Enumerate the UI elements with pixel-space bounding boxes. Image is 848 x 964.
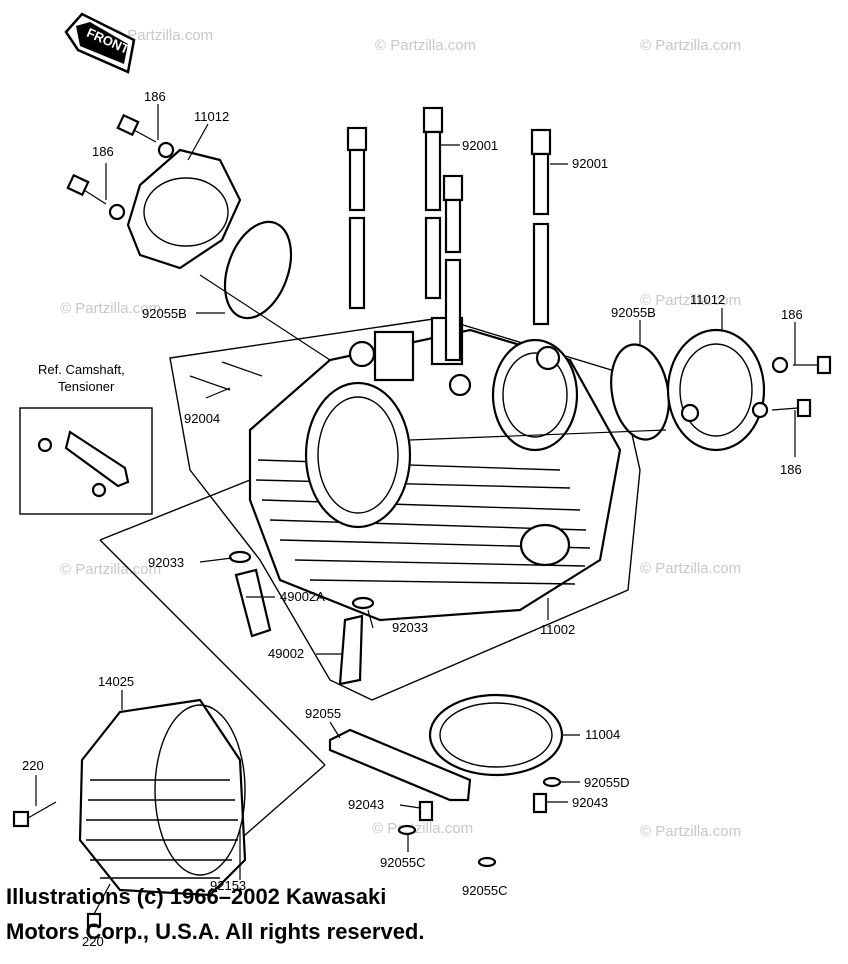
bolt-220-icon <box>12 801 57 828</box>
cylinder-head-icon <box>248 316 622 622</box>
oring-92055c-icon <box>397 824 417 836</box>
label-92055b: 92055B <box>611 305 656 320</box>
stud-92001-icons <box>346 106 552 362</box>
watermark: © Partzilla.com <box>640 823 741 840</box>
copyright-line1: Illustrations (c) 1966–2002 Kawasaki <box>6 884 387 909</box>
camshaft-tensioner-icon <box>37 430 130 498</box>
label-92004: 92004 <box>184 411 220 426</box>
leader-lines <box>35 104 796 880</box>
label-186: 186 <box>780 462 802 477</box>
reference-box <box>19 407 153 515</box>
label-92033: 92033 <box>148 555 184 570</box>
label-14025: 14025 <box>98 674 134 689</box>
label-11012: 11012 <box>690 292 725 307</box>
label-92055: 92055 <box>305 706 341 721</box>
label-92055b: 92055B <box>142 306 187 321</box>
watermark: © Partzilla.com <box>375 37 476 54</box>
watermark: © Partzilla.com <box>60 561 161 578</box>
watermark: © Partzilla.com <box>640 292 741 309</box>
label-92043: 92043 <box>348 797 384 812</box>
oring-92033-icon <box>228 550 252 564</box>
oring-92055d-icon <box>542 776 562 788</box>
bolt-186-icons-left <box>66 113 175 221</box>
cap-11012-left-icon <box>126 148 242 270</box>
valve-guide-49002a-icon <box>234 568 272 638</box>
watermark: © Partzilla.com <box>640 560 741 577</box>
label-186: 186 <box>781 307 803 322</box>
bolt-186-icons-right <box>751 355 832 419</box>
watermark: © Partzilla.com <box>372 820 473 837</box>
valve-guide-49002-icon <box>338 614 364 686</box>
dowel-pin-92043-icon <box>418 800 434 822</box>
label-220: 220 <box>82 934 104 949</box>
label-92055c: 92055C <box>462 883 508 898</box>
outline-line <box>99 539 326 766</box>
copyright-line2: Motors Corp., U.S.A. All rights reserved… <box>6 919 425 944</box>
label-11004: 11004 <box>585 727 620 742</box>
label-220: 220 <box>22 758 44 773</box>
front-arrow-icon: FRONT <box>64 12 136 74</box>
label-92001: 92001 <box>462 138 498 153</box>
label-92033: 92033 <box>392 620 428 635</box>
label-92055c: 92055C <box>380 855 426 870</box>
cap-11012-right-icon <box>666 328 766 452</box>
label-186: 186 <box>92 144 114 159</box>
gasket-11004-inner <box>439 702 553 768</box>
oring-92033-icon <box>351 596 375 610</box>
label-92001: 92001 <box>572 156 608 171</box>
ref-note-line1: Ref. Camshaft, <box>38 362 125 377</box>
label-49002a: 49002A <box>280 589 325 604</box>
label-92055d: 92055D <box>584 775 630 790</box>
label-11002: 11002 <box>540 622 575 637</box>
label-186: 186 <box>144 89 166 104</box>
ref-note-line2: Tensioner <box>58 379 115 394</box>
watermark: © Partzilla.com <box>640 37 741 54</box>
oring-92055b-right-icon <box>610 343 670 441</box>
gasket-92055-icon <box>328 728 472 802</box>
gasket-11004-icon <box>428 693 564 777</box>
label-11012: 11012 <box>194 109 229 124</box>
stud-92004-icons <box>189 361 263 391</box>
outline-line <box>99 477 256 541</box>
label-92153: 92153 <box>210 878 246 893</box>
cover-14025-icon <box>78 698 247 897</box>
part-labels: 186 11012 186 92001 92001 92055B 92055B … <box>22 89 803 949</box>
oring-92055c-icon <box>477 856 497 868</box>
oring-92055b-left-icon <box>223 220 293 320</box>
watermark: © Partzilla.com <box>60 300 161 317</box>
label-92043: 92043 <box>572 795 608 810</box>
label-49002: 49002 <box>268 646 304 661</box>
watermark: © Partzilla.com <box>112 27 213 44</box>
bolt-220-icon <box>86 883 111 928</box>
dowel-pin-92043-icon <box>532 792 548 814</box>
